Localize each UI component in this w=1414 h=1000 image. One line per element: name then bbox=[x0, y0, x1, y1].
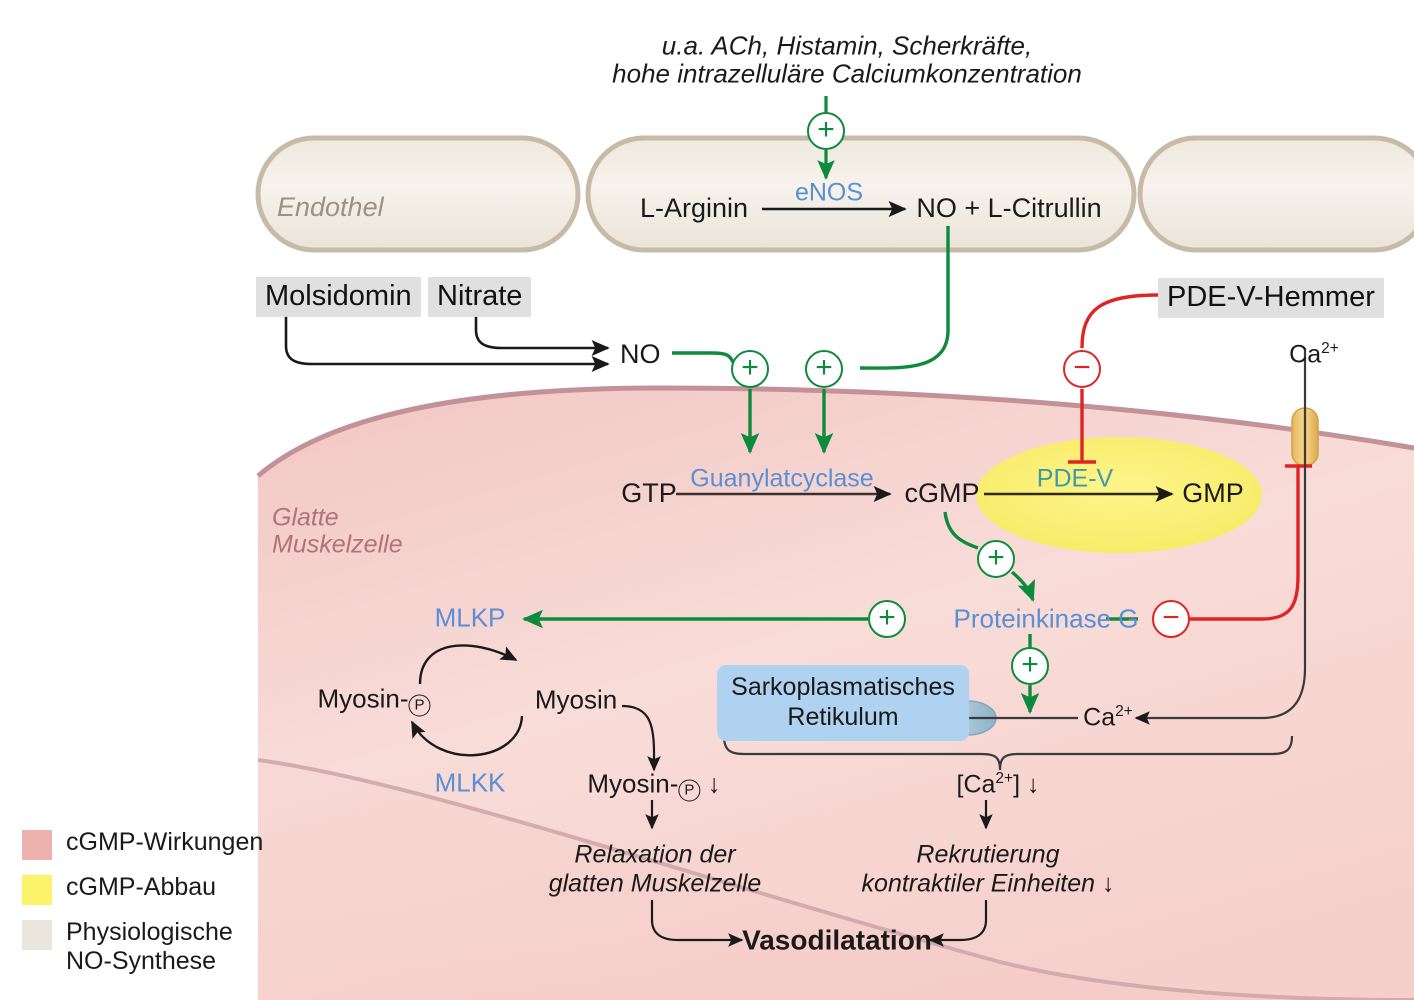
molsidomin-label: Molsidomin bbox=[256, 276, 421, 317]
ca-cytosolic-label: Ca2+ bbox=[1083, 703, 1133, 732]
ca-entry-line bbox=[1134, 348, 1307, 725]
stimuli-line-1: u.a. ACh, Histamin, Scherkräfte, bbox=[661, 30, 1033, 61]
relaxation-line-1: Relaxation der bbox=[574, 840, 736, 869]
no-to-plus-connector bbox=[672, 351, 735, 363]
plus-circle-cgmp-pkg: + bbox=[977, 540, 1015, 578]
pkg-ca-inhibition-line bbox=[1190, 466, 1300, 621]
legend-swatch-no-synthese bbox=[22, 920, 52, 950]
enos-label: eNOS bbox=[794, 178, 864, 207]
legend-swatch-cgmp-abbau bbox=[22, 875, 52, 905]
endothelium-label: Endothel bbox=[277, 192, 384, 223]
mlkp-label: MLKP bbox=[434, 602, 506, 633]
l-arginin-label: L-Arginin bbox=[639, 193, 749, 224]
pkg-activation-arrow bbox=[1010, 570, 1036, 602]
no-citrullin-label: NO + L-Citrullin bbox=[916, 193, 1102, 224]
molsidomin-box[interactable]: Molsidomin bbox=[256, 276, 421, 317]
smooth-muscle-label-1: Glatte bbox=[272, 503, 339, 532]
legend-label-cgmp-abbau: cGMP-Abbau bbox=[66, 873, 217, 901]
nitrate-to-no-arrow bbox=[474, 316, 610, 357]
mlkk-label: MLKK bbox=[434, 767, 506, 798]
guanylatcyclase-label: Guanylatcyclase bbox=[690, 464, 874, 493]
pde-inhibitor-line bbox=[1080, 293, 1159, 349]
phosphate-circle-icon-2: P bbox=[678, 779, 701, 802]
proteinkinase-g-label: Proteinkinase G bbox=[953, 603, 1139, 634]
myosin-p-label: Myosin-P bbox=[317, 684, 431, 717]
recruitment-line-2: kontraktiler Einheiten ↓ bbox=[861, 869, 1115, 898]
plus-circle-enos: + bbox=[807, 112, 845, 150]
pde-v-hemmer-label: PDE-V-Hemmer bbox=[1158, 277, 1384, 318]
vasodilatation-label: Vasodilatation bbox=[742, 924, 932, 956]
plus-circle-ca-pump: + bbox=[1011, 647, 1049, 685]
legend-label-cgmp-wirkungen: cGMP-Wirkungen bbox=[66, 828, 264, 856]
legend-item-cgmp-wirkungen: cGMP-Wirkungen bbox=[22, 828, 263, 860]
myosin-to-myosinp-arrow bbox=[621, 704, 661, 772]
sr-line-2: Retikulum bbox=[787, 703, 899, 731]
legend-item-no-synthese: Physiologische NO-Synthese bbox=[22, 918, 263, 976]
legend: cGMP-Wirkungen cGMP-Abbau Physiologische… bbox=[22, 828, 263, 976]
gmp-label: GMP bbox=[1182, 478, 1244, 509]
sr-line-1: Sarkoplasmatisches bbox=[731, 673, 955, 701]
cgmp-to-pkg-connector bbox=[943, 511, 979, 550]
no-extracellular-label: NO bbox=[620, 339, 661, 370]
mlkp-dephospho-arrow bbox=[418, 644, 518, 685]
sarcoplasmic-reticulum-box: Sarkoplasmatisches Retikulum bbox=[717, 665, 969, 741]
minus-circle-pkg-ca-channel: − bbox=[1152, 600, 1190, 638]
pde-v-label: PDE-V bbox=[1036, 464, 1114, 493]
mlkk-phospho-arrow bbox=[410, 715, 524, 757]
legend-swatch-cgmp-wirkungen bbox=[22, 830, 52, 860]
no-endothelial-path bbox=[859, 226, 950, 370]
nitrate-label: Nitrate bbox=[428, 276, 532, 317]
ca-concentration-down-label: [Ca2+] ↓ bbox=[956, 770, 1040, 799]
cgmp-label: cGMP bbox=[904, 478, 980, 509]
recruitment-line-1: Rekrutierung bbox=[916, 840, 1060, 869]
molsidomin-to-no-arrow bbox=[284, 316, 610, 373]
gtp-label: GTP bbox=[621, 478, 677, 509]
plus-circle-no-endothelial: + bbox=[805, 350, 843, 388]
plus-circle-no-exogenous: + bbox=[731, 350, 769, 388]
smooth-muscle-label-2: Muskelzelle bbox=[272, 530, 403, 559]
calcium-brace bbox=[722, 735, 1294, 771]
phosphate-circle-icon: P bbox=[408, 694, 431, 717]
relaxation-line-2: glatten Muskelzelle bbox=[548, 869, 762, 898]
recruitment-to-vasodilatation-arrow bbox=[928, 900, 988, 947]
myosin-p-down-label: Myosin-P ↓ bbox=[587, 769, 721, 802]
stimuli-line-2: hohe intrazelluläre Calciumkonzentration bbox=[612, 58, 1082, 89]
relaxation-to-vasodilatation-arrow bbox=[650, 900, 744, 947]
legend-item-cgmp-abbau: cGMP-Abbau bbox=[22, 873, 263, 905]
legend-label-no-synthese: Physiologische NO-Synthese bbox=[66, 918, 233, 975]
myosin-label: Myosin bbox=[534, 684, 618, 715]
pde-v-hemmer-box[interactable]: PDE-V-Hemmer bbox=[1158, 277, 1384, 318]
ca-extracellular-label: Ca2+ bbox=[1289, 340, 1339, 369]
plus-circle-pkg-mlkp: + bbox=[868, 600, 906, 638]
nitrate-box[interactable]: Nitrate bbox=[428, 276, 532, 317]
minus-circle-pde-inhibition: − bbox=[1063, 350, 1101, 388]
